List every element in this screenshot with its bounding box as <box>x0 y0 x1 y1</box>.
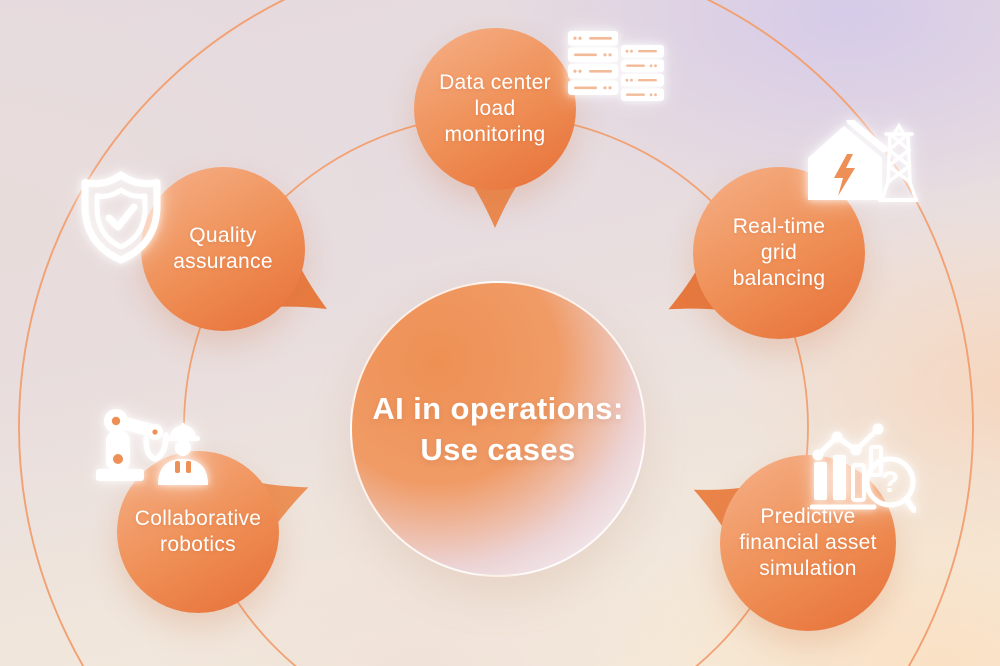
label-line: Collaborative <box>134 507 262 530</box>
bubble-label: Real-time grid balancing <box>733 214 826 292</box>
label-line: simulation <box>759 557 857 580</box>
label-line: monitoring <box>444 123 546 146</box>
label-line: grid <box>760 241 798 264</box>
bubble-quality-assurance: Quality assurance <box>141 167 305 331</box>
bubble-label: Quality assurance <box>173 223 273 275</box>
bubble-label: Predictive financial asset simulation <box>739 504 877 582</box>
page-title: AI in operations: Use cases <box>372 388 623 470</box>
label-line: assurance <box>173 250 273 273</box>
bubble-data-center-load-monitoring: Data center load monitoring <box>414 28 576 190</box>
label-line: load <box>474 97 516 120</box>
label-line: Data center <box>439 71 551 94</box>
label-line: Quality <box>189 224 257 247</box>
center-hub: AI in operations: Use cases <box>350 281 646 577</box>
bubble-label: Collaborative robotics <box>135 506 261 558</box>
chart-magnifier-icon: ? <box>810 423 916 513</box>
server-racks-icon <box>568 31 664 101</box>
title-line: Use cases <box>420 432 576 467</box>
title-line: AI in operations: <box>372 391 624 426</box>
label-line: balancing <box>732 267 826 290</box>
bubble-label: Data center load monitoring <box>439 70 551 148</box>
label-line: robotics <box>160 533 236 556</box>
house-power-grid-icon <box>808 120 918 202</box>
shield-check-icon <box>81 171 161 264</box>
label-line: Real-time <box>732 215 826 238</box>
label-line: Predictive <box>760 505 856 528</box>
robot-arm-worker-icon <box>96 409 208 485</box>
label-line: financial asset <box>739 531 877 554</box>
question-mark-glyph: ? <box>881 466 899 499</box>
